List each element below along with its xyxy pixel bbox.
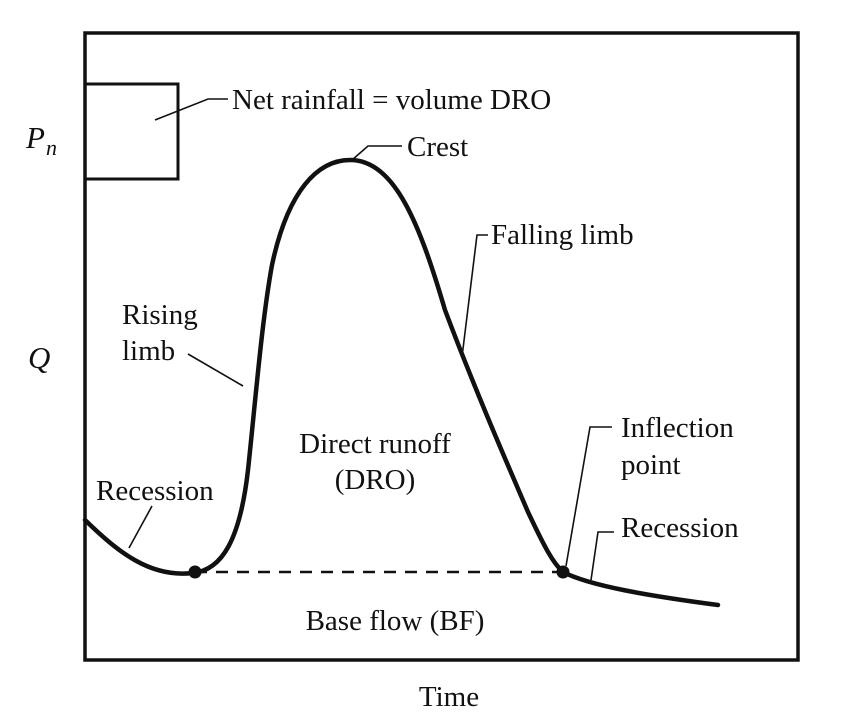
net-rainfall-leader — [154, 98, 228, 121]
crest-label: Crest — [407, 131, 468, 163]
inflection-point-marker — [556, 565, 570, 579]
recession-left-leader — [128, 505, 153, 549]
recession-right-label: Recession — [621, 512, 739, 544]
y-rain-symbol: Pn — [25, 120, 57, 160]
rising-limb-leader — [187, 353, 244, 387]
plot-frame — [83, 31, 800, 662]
direct-runoff-label-line1: Direct runoff — [299, 428, 451, 460]
inflection-leader — [565, 426, 612, 567]
falling-limb-label: Falling limb — [491, 219, 634, 251]
falling-limb-leader — [461, 234, 488, 358]
y-axis-label: Q — [28, 340, 50, 375]
net-rainfall-block — [83, 82, 180, 181]
rise-start-point — [188, 565, 202, 579]
recession-left-label: Recession — [96, 475, 214, 507]
hydrograph-curve — [82, 157, 721, 608]
inflection-label-line2: point — [621, 449, 681, 481]
inflection-label-line1: Inflection — [621, 412, 734, 444]
net-rainfall-label: Net rainfall = volume DRO — [232, 84, 551, 116]
recession-right-leader — [590, 531, 614, 581]
crest-leader — [351, 145, 402, 161]
rising-limb-label-line1: Rising — [122, 299, 198, 331]
direct-runoff-label-line2: (DRO) — [335, 464, 416, 496]
base-flow-label: Base flow (BF) — [306, 605, 485, 637]
x-axis-label: Time — [419, 681, 479, 713]
rising-limb-label-line2: limb — [122, 335, 175, 367]
